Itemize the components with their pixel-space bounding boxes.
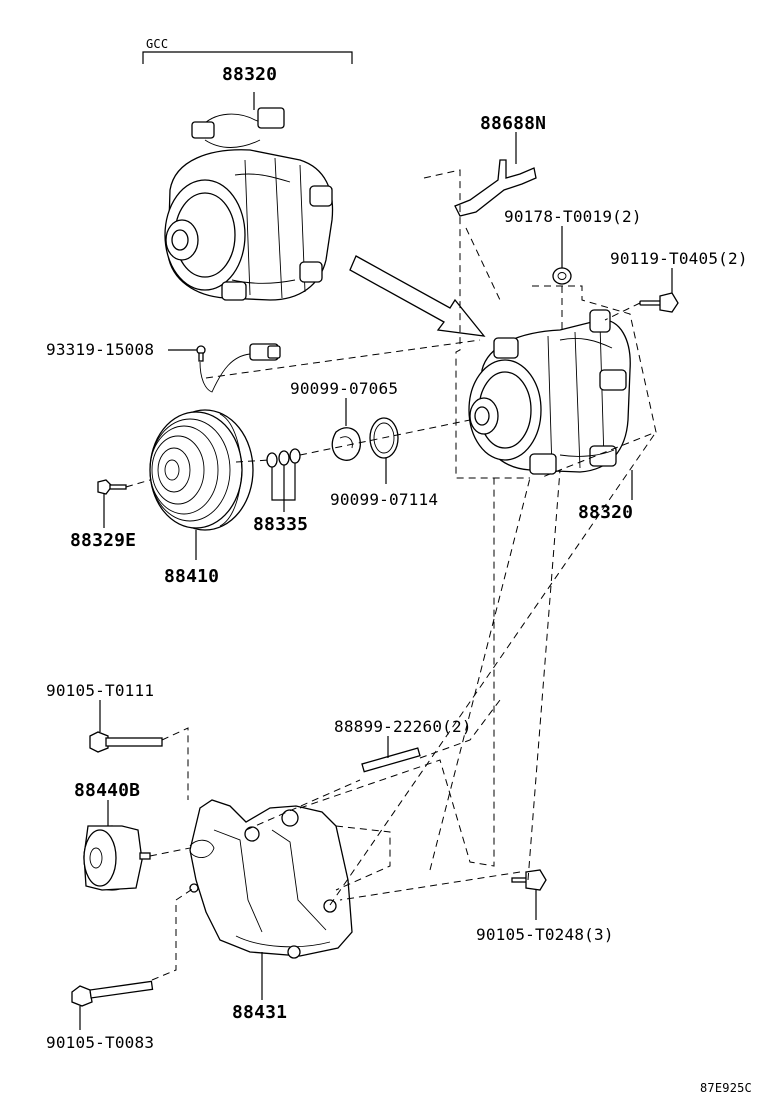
gcc-bracket — [142, 51, 353, 64]
callout-90178: 90178-T0019(2) — [504, 207, 642, 226]
bolt-90105-t0083[interactable] — [71, 980, 154, 1007]
callout-90099-07065: 90099-07065 — [290, 379, 398, 398]
drawing-code: 87E925C — [700, 1081, 752, 1095]
shims-88335[interactable] — [266, 448, 301, 468]
direction-arrow — [349, 255, 486, 337]
callout-88329e: 88329E — [70, 530, 136, 551]
snap-ring-90099-07065[interactable] — [331, 427, 361, 461]
compressor-bracket-88431[interactable] — [189, 799, 353, 959]
callout-88440b: 88440B — [74, 780, 140, 801]
callout-90119: 90119-T0405(2) — [610, 249, 748, 268]
callout-88410: 88410 — [164, 566, 219, 587]
callout-90105-t0111: 90105-T0111 — [46, 681, 154, 700]
clutch-pulley-88410[interactable] — [149, 409, 254, 531]
callout-88688n: 88688N — [480, 113, 546, 134]
callout-90105-t0248: 90105-T0248(3) — [476, 925, 614, 944]
sensor-harness[interactable] — [199, 343, 281, 393]
nut-90178[interactable] — [552, 267, 572, 285]
compressor-assembly-top[interactable] — [164, 92, 334, 301]
callout-88335: 88335 — [253, 514, 308, 535]
callout-93319: 93319-15008 — [46, 340, 154, 359]
bolt-93319[interactable] — [196, 345, 206, 362]
callout-88320-top: 88320 — [222, 64, 277, 85]
bolt-90105-t0111[interactable] — [89, 731, 163, 753]
callout-88899: 88899-22260(2) — [334, 717, 472, 736]
bolt-88329e[interactable] — [97, 479, 127, 495]
group-label: GCC — [146, 37, 168, 51]
bolt-90119[interactable] — [639, 292, 679, 313]
bracket-88688n[interactable] — [454, 159, 537, 217]
callout-88320-mid: 88320 — [578, 502, 633, 523]
idler-pulley-88440b[interactable] — [83, 825, 151, 891]
compressor-assembly-middle[interactable] — [468, 309, 631, 475]
callout-90105-t0083: 90105-T0083 — [46, 1033, 154, 1052]
stud-88899-22260[interactable] — [361, 747, 421, 773]
bolt-90105-t0248[interactable] — [511, 869, 547, 891]
callout-90099-07114: 90099-07114 — [330, 490, 438, 509]
callout-88431: 88431 — [232, 1002, 287, 1023]
